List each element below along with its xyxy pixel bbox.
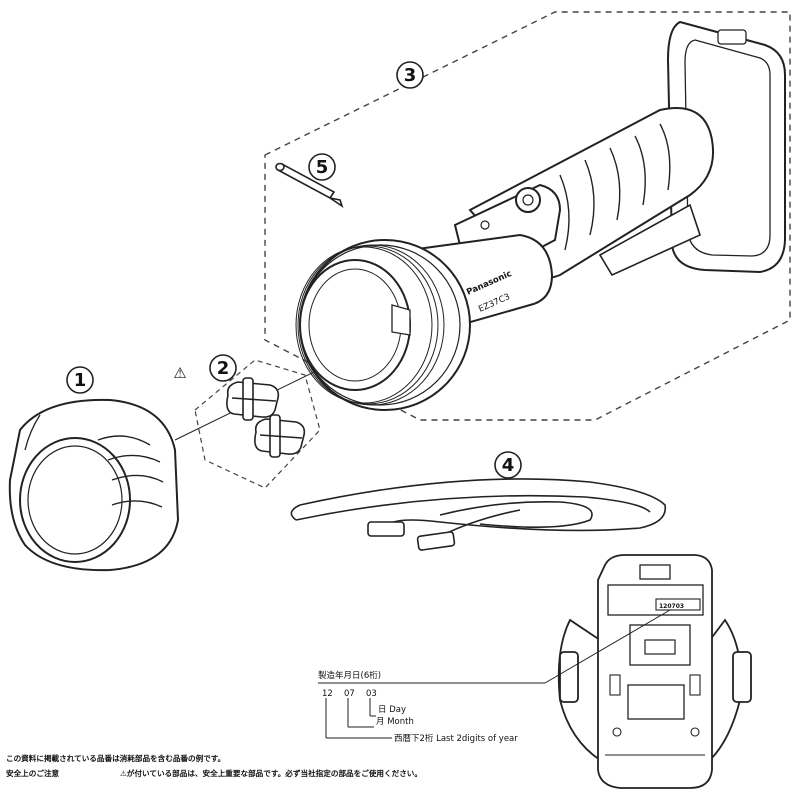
footer-note-line1: この資料に掲載されている品番は消耗部品を含む品番の例です。 (6, 753, 225, 763)
callout-5-number: 5 (316, 157, 329, 178)
callout-1-number: 1 (74, 370, 87, 391)
part2-dashed-boundary (194, 359, 321, 489)
strap (290, 478, 667, 551)
date-code-day-digits: 03 (366, 689, 377, 699)
date-code-year-digits: 12 (322, 689, 333, 699)
callout-2: ⚠ 2 (173, 354, 237, 382)
date-code-heading: 製造年月日(6桁) (318, 670, 381, 681)
warning-icon: ⚠ (173, 364, 186, 382)
date-code-month-digits: 07 (344, 689, 355, 699)
bulb-upper (226, 377, 280, 421)
plate-code-text: 120703 (659, 603, 684, 610)
callout-3: 3 (396, 61, 424, 89)
footer-note-line2: ⚠が付いている部品は、安全上重要な部品です。必ず当社指定の部品をご使用ください。 (120, 768, 422, 778)
callout-4: 4 (494, 451, 522, 479)
callout-4-number: 4 (502, 455, 515, 476)
date-code-day-label: 日 Day (378, 705, 406, 715)
callout-2-number: 2 (217, 358, 230, 379)
date-code-year-label: 西暦下2桁 Last 2digits of year (394, 733, 518, 744)
flashlight-body (295, 20, 786, 411)
date-code-month-label: 月 Month (376, 717, 414, 727)
bulb-lower (254, 414, 306, 458)
date-code-annotation (318, 609, 671, 739)
battery-plate-view (557, 554, 752, 789)
callout-1: 1 (66, 366, 94, 394)
pin-part (275, 162, 344, 208)
lens-cap (8, 398, 180, 572)
callout-3-number: 3 (404, 65, 417, 86)
footer-note-safety-title: 安全上のご注意 (6, 768, 60, 778)
callout-5: 5 (308, 153, 336, 181)
